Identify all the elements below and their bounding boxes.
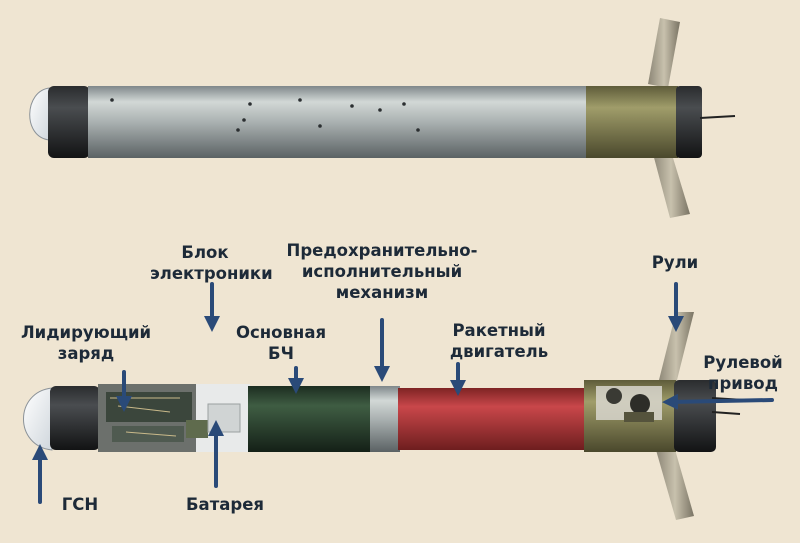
label-main-warhead: Основная БЧ bbox=[216, 322, 346, 364]
label-battery: Батарея bbox=[170, 494, 280, 515]
top-tail-cap bbox=[676, 86, 702, 158]
main-warhead-section bbox=[248, 386, 372, 452]
top-nose-section bbox=[48, 86, 90, 158]
label-seeker: ГСН bbox=[50, 494, 110, 515]
left-arrow-icon bbox=[670, 400, 772, 402]
rocket-motor-section bbox=[398, 388, 586, 450]
nose-section bbox=[50, 386, 100, 450]
label-precursor-charge: Лидирующий заряд bbox=[2, 322, 170, 364]
top-seeker-dome bbox=[30, 88, 50, 140]
fin-lower bbox=[656, 446, 694, 520]
top-fin-lower bbox=[652, 148, 690, 218]
label-safety-arming-mechanism: Предохранительно- исполнительный механиз… bbox=[262, 240, 502, 303]
top-tail-section bbox=[586, 86, 678, 158]
missile-exterior bbox=[30, 18, 735, 218]
label-fin-actuator: Рулевой привод bbox=[690, 352, 796, 394]
top-fin-upper bbox=[648, 18, 680, 88]
label-control-fins: Рули bbox=[630, 252, 720, 273]
seeker-dome bbox=[24, 388, 53, 450]
label-rocket-motor: Ракетный двигатель bbox=[414, 320, 584, 362]
safety-arming-collar bbox=[370, 386, 400, 452]
label-electronics-block: Блок электроники bbox=[150, 242, 260, 284]
top-main-body bbox=[88, 86, 588, 158]
